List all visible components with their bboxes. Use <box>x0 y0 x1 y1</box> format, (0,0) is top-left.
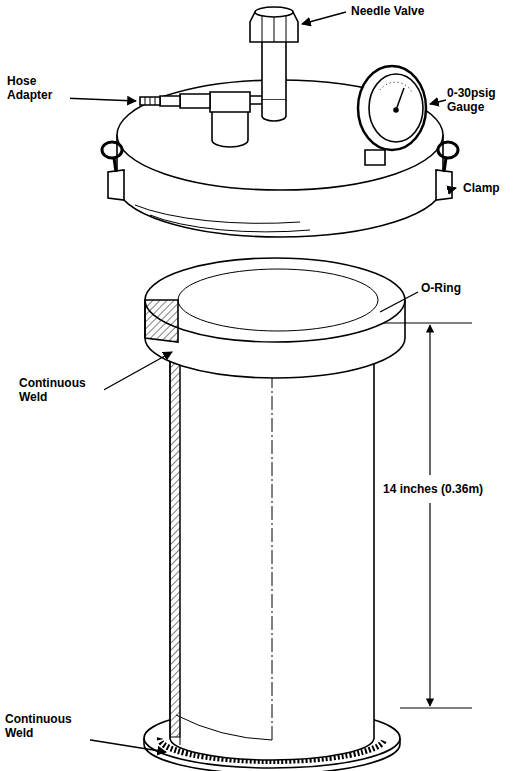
leader-lines <box>62 12 456 752</box>
dimension-label: 14 inches (0.36m) <box>382 482 514 496</box>
weld-label: Continuous Weld <box>4 712 90 741</box>
adapter-label: Hose Adapter <box>6 74 70 103</box>
needle-valve <box>210 7 298 147</box>
oring-label: O-Ring <box>420 281 482 295</box>
clamp <box>102 142 458 200</box>
hose-adapter <box>140 94 210 108</box>
cylinder-tube <box>170 330 374 760</box>
gauge-label: 0-30psig Gauge <box>446 86 514 115</box>
dimension-line <box>384 323 472 708</box>
top-flange <box>145 258 405 378</box>
weld-label: Continuous Weld <box>18 376 104 405</box>
clamp-label: Clamp <box>462 181 514 195</box>
valve-label: Needle Valve <box>350 4 462 18</box>
pressure-gauge <box>358 66 426 165</box>
